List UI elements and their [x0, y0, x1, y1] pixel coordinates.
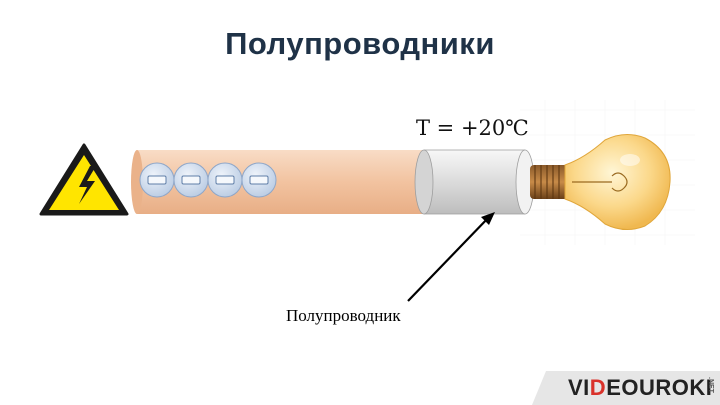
electron: [242, 163, 276, 197]
brand-logo: VIDEOUROKI .NET: [532, 371, 720, 405]
minus-sign-icon: [216, 176, 234, 184]
minus-sign-icon: [250, 176, 268, 184]
high-voltage-warning-icon: [41, 145, 127, 214]
brand-name: VIDEOUROKI: [568, 375, 712, 401]
semiconductor-label: Полупроводник: [286, 306, 401, 326]
minus-sign-icon: [182, 176, 200, 184]
electron: [140, 163, 174, 197]
semiconductor-cylinder: [415, 150, 534, 214]
brand-tld: .NET: [707, 377, 714, 393]
light-bulb-icon: [530, 134, 670, 229]
pointer-arrow: [408, 212, 495, 301]
electron: [174, 163, 208, 197]
minus-sign-icon: [148, 176, 166, 184]
temperature-label: T = +20℃: [416, 116, 529, 140]
electron: [208, 163, 242, 197]
